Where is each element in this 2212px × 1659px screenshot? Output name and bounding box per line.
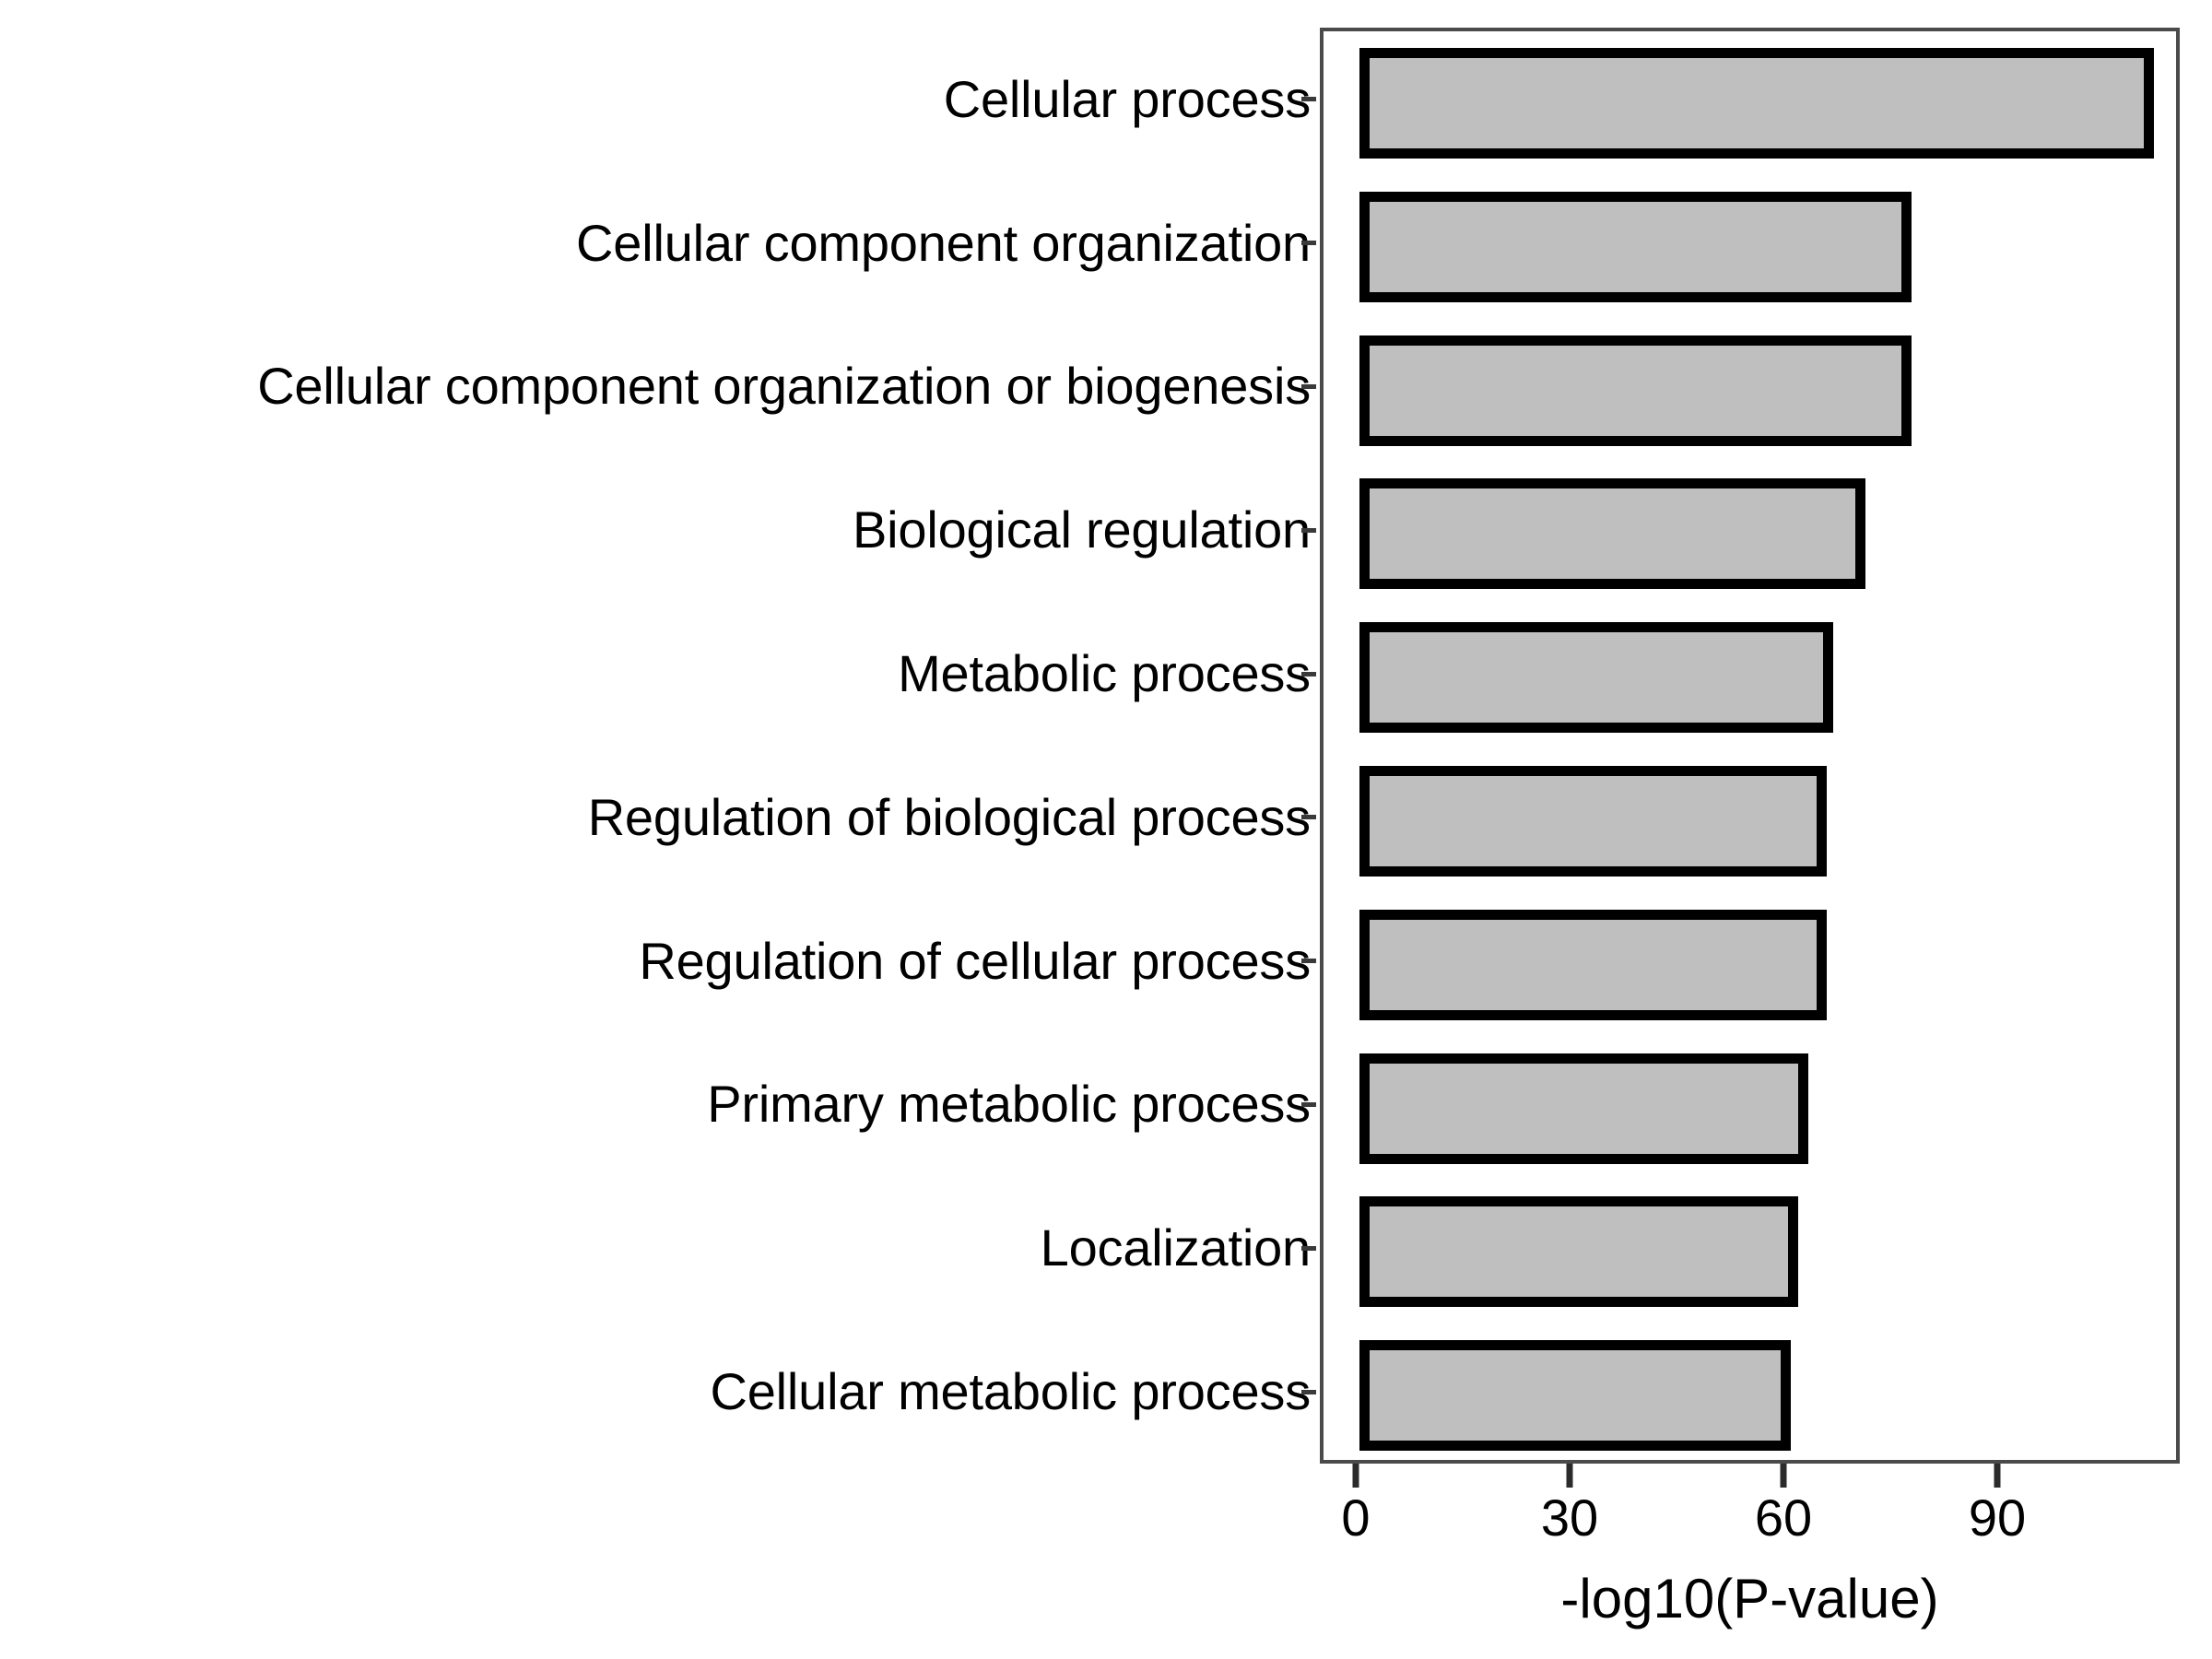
y-axis-label-row: Primary metabolic process bbox=[0, 1033, 1316, 1177]
bar-cellular-component-organization bbox=[1359, 191, 1912, 302]
bar-primary-metabolic-process bbox=[1359, 1053, 1809, 1164]
bar-regulation-of-biological-process bbox=[1359, 766, 1827, 877]
bar-row bbox=[1324, 175, 2176, 319]
x-axis-tick-mark bbox=[1780, 1464, 1787, 1488]
y-axis-label-row: Biological regulation bbox=[0, 458, 1316, 602]
y-axis-label-row: Regulation of cellular process bbox=[0, 889, 1316, 1033]
y-axis-tick-label: Cellular metabolic process bbox=[710, 1362, 1311, 1421]
bar-row bbox=[1324, 606, 2176, 749]
bar-row bbox=[1324, 31, 2176, 175]
plot-panel bbox=[1320, 28, 2180, 1464]
x-axis-tick-label: 30 bbox=[1540, 1488, 1599, 1547]
bar-localization bbox=[1359, 1196, 1798, 1308]
bar-row bbox=[1324, 893, 2176, 1037]
x-axis-tick-mark bbox=[1994, 1464, 2001, 1488]
bar-cellular-metabolic-process bbox=[1359, 1340, 1791, 1452]
y-axis-tick-mark bbox=[1301, 1101, 1316, 1107]
x-axis-tick-label: 60 bbox=[1754, 1488, 1813, 1547]
bar-metabolic-process bbox=[1359, 622, 1834, 734]
y-axis-label-row: Cellular process bbox=[0, 28, 1316, 171]
y-axis-label-row: Cellular component organization bbox=[0, 171, 1316, 315]
y-axis-label-row: Localization bbox=[0, 1176, 1316, 1320]
y-axis-tick-mark bbox=[1301, 241, 1316, 246]
bar-row bbox=[1324, 462, 2176, 606]
y-axis-tick-mark bbox=[1301, 959, 1316, 964]
y-axis-tick-label: Primary metabolic process bbox=[707, 1075, 1311, 1134]
y-axis-tick-label: Regulation of cellular process bbox=[639, 931, 1311, 990]
y-axis-label-row: Regulation of biological process bbox=[0, 746, 1316, 889]
bar-row bbox=[1324, 1037, 2176, 1181]
x-axis-tick-mark bbox=[1352, 1464, 1359, 1488]
bar-cellular-component-organization-or-biogenesis bbox=[1359, 335, 1912, 446]
y-axis-tick-label: Metabolic process bbox=[898, 644, 1311, 703]
y-axis-tick-mark bbox=[1301, 671, 1316, 677]
bar-row bbox=[1324, 1324, 2176, 1467]
y-axis-tick-label: Biological regulation bbox=[852, 500, 1311, 559]
bar-cellular-process bbox=[1359, 48, 2155, 159]
x-axis: 0 30 60 90 bbox=[1320, 1464, 2180, 1657]
y-axis-tick-label: Regulation of biological process bbox=[587, 787, 1312, 846]
bar-row bbox=[1324, 749, 2176, 893]
y-axis-tick-label: Cellular component organization bbox=[576, 213, 1311, 272]
x-axis-tick-label: 0 bbox=[1341, 1488, 1371, 1547]
bar-regulation-of-cellular-process bbox=[1359, 909, 1827, 1020]
y-axis-tick-mark bbox=[1301, 815, 1316, 820]
y-axis-label-row: Cellular metabolic process bbox=[0, 1320, 1316, 1464]
y-axis-category-labels: Cellular process Cellular component orga… bbox=[0, 28, 1316, 1464]
y-axis-tick-label: Cellular component organization or bioge… bbox=[257, 357, 1311, 416]
y-axis-label-row: Metabolic process bbox=[0, 602, 1316, 746]
y-axis-tick-mark bbox=[1301, 97, 1316, 102]
y-axis-tick-label: Cellular process bbox=[943, 69, 1311, 128]
bar-biological-regulation bbox=[1359, 478, 1866, 590]
x-axis-tick-label: 90 bbox=[1968, 1488, 2027, 1547]
y-axis-tick-label: Localization bbox=[1040, 1218, 1312, 1277]
plot-area bbox=[1324, 31, 2176, 1460]
y-axis-tick-mark bbox=[1301, 383, 1316, 389]
bar-row bbox=[1324, 319, 2176, 463]
y-axis-tick-mark bbox=[1301, 1389, 1316, 1394]
x-axis-tick-mark bbox=[1566, 1464, 1573, 1488]
y-axis-tick-mark bbox=[1301, 1245, 1316, 1251]
y-axis-label-row: Cellular component organization or bioge… bbox=[0, 315, 1316, 459]
x-axis-title: -log10(P-value) bbox=[1560, 1568, 1939, 1630]
y-axis-tick-mark bbox=[1301, 527, 1316, 533]
bar-row bbox=[1324, 1180, 2176, 1324]
